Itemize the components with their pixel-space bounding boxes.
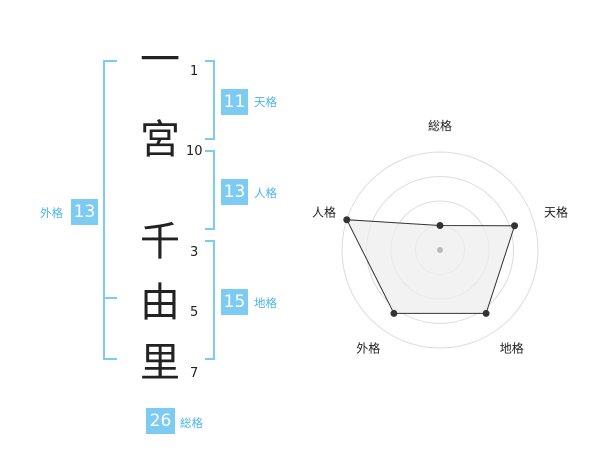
radar-point-2 <box>511 222 519 230</box>
radar-label-2: 天格 <box>544 204 568 219</box>
radar-center <box>437 247 443 253</box>
chikaku-value-badge: 15 <box>221 289 248 315</box>
gaikaku-label: 外格 <box>40 206 63 220</box>
gaikaku-bracket-divider <box>103 297 117 299</box>
radar-point-4 <box>390 309 398 317</box>
name-char-2: 宮 <box>140 117 180 163</box>
radar-label-4: 外格 <box>356 341 380 356</box>
soukaku-value-badge: 26 <box>146 408 175 434</box>
gaikaku-value-badge: 13 <box>71 199 98 225</box>
chikaku-bracket <box>205 240 215 360</box>
tenkaku-bracket <box>205 60 215 140</box>
stroke-count-1: 1 <box>190 64 199 79</box>
radar-area <box>345 219 516 314</box>
jinkaku-label: 人格 <box>254 186 277 200</box>
stroke-count-5: 7 <box>190 366 199 381</box>
jinkaku-bracket <box>205 150 215 230</box>
tenkaku-value-badge: 11 <box>221 89 248 115</box>
radar-label-5: 人格 <box>312 204 336 219</box>
name-char-3: 千 <box>140 219 180 265</box>
stroke-count-2: 10 <box>186 144 203 159</box>
radar-ring-4 <box>341 151 539 349</box>
stroke-count-3: 3 <box>190 245 199 260</box>
name-char-1: 一 <box>140 37 180 83</box>
radar-point-5 <box>343 216 351 224</box>
name-char-5: 里 <box>140 340 180 386</box>
name-char-4: 由 <box>140 280 180 326</box>
gaikaku-bracket <box>103 60 117 360</box>
tenkaku-label: 天格 <box>254 95 277 109</box>
jinkaku-value-badge: 13 <box>221 179 248 205</box>
radar-point-1 <box>436 222 444 229</box>
stroke-count-4: 5 <box>190 305 199 320</box>
radar-label-1: 総格 <box>428 118 452 133</box>
radar-point-3 <box>482 309 490 317</box>
radar-label-3: 地格 <box>500 341 524 356</box>
chikaku-label: 地格 <box>254 296 277 310</box>
soukaku-label: 総格 <box>180 416 203 430</box>
